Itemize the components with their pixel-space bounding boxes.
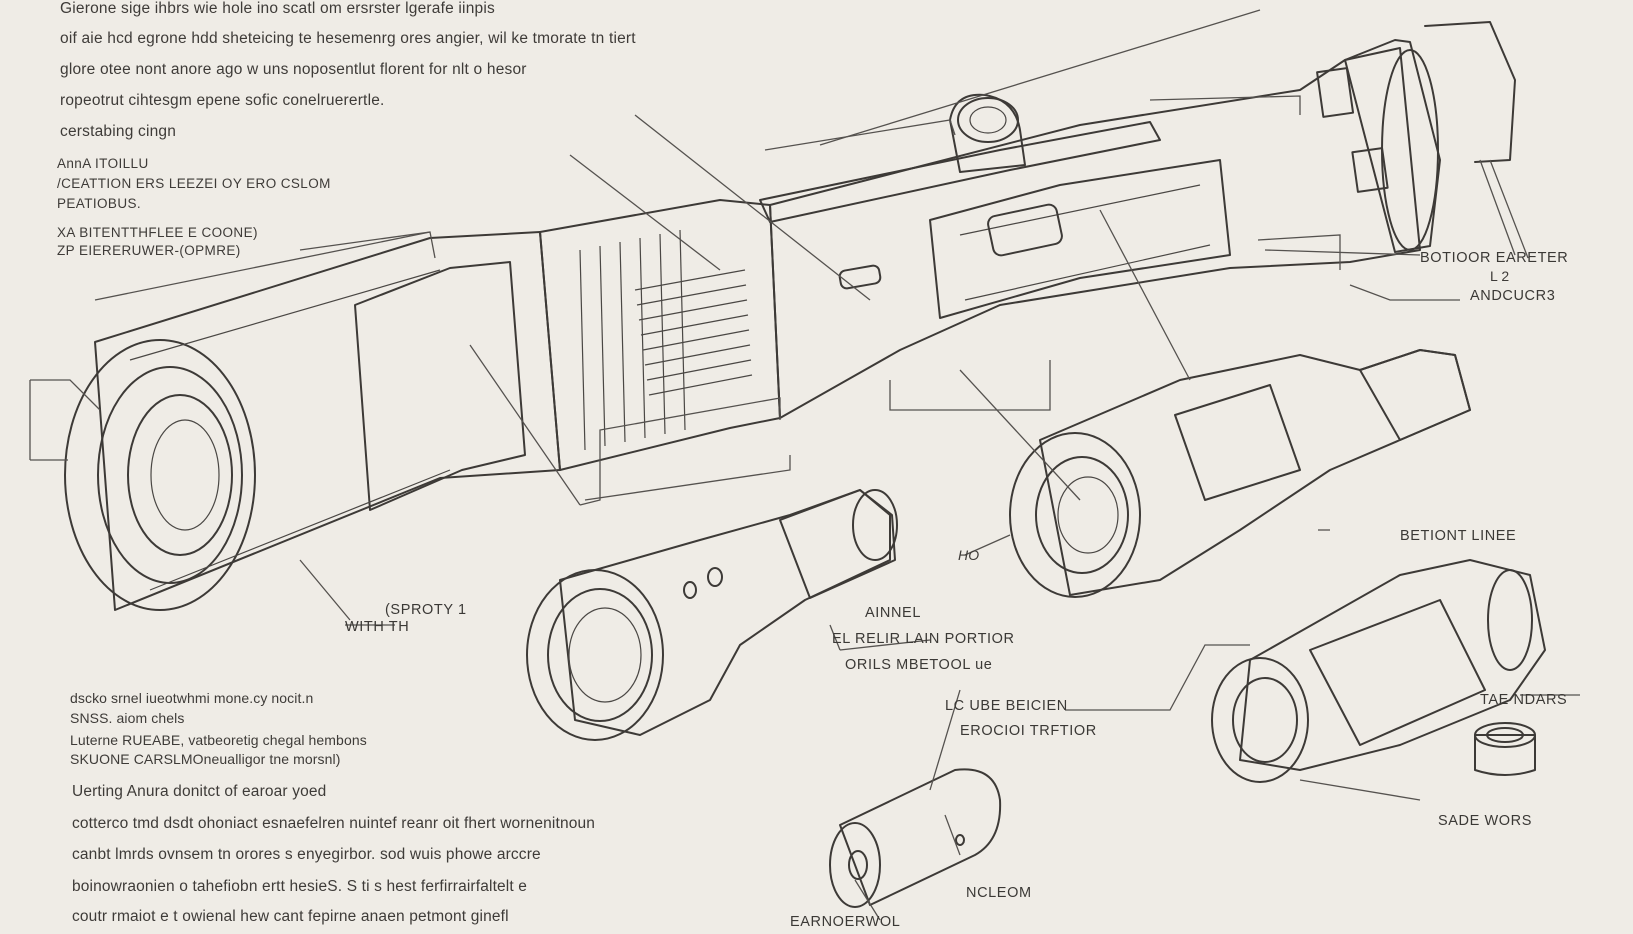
lower-note-line: Luterne RUEABE, vatbeoretig chegal hembo… (70, 732, 367, 748)
filter-cartridge-part (1009, 349, 1471, 598)
intro-line: Gierone sige ihbrs wie hole ino scatl om… (60, 0, 495, 17)
small-ring-part (1474, 722, 1536, 776)
turret-knob (949, 93, 1026, 173)
spec-line: XA BITENTTHFLEE E COONE) (57, 225, 258, 240)
main-tube-assembly (64, 21, 1516, 611)
spec-line: ZP EIERERUWER-(OPMRE) (57, 243, 241, 258)
intro-line: glore otee nont anore ago w uns noposent… (60, 61, 527, 78)
tube-rear-body (94, 231, 561, 611)
lower-note-line: SNSS. aiom chels (70, 710, 185, 726)
body-line: coutr rmaiot e t owienal hew cant fepirn… (72, 908, 509, 925)
window-opening (929, 159, 1231, 319)
inner-cartridge (987, 203, 1063, 257)
callout-bottom-erecter-mark: L 2 (1490, 268, 1510, 284)
intro-line: ropeotrut cihtesgm epene sofic conelruer… (60, 92, 385, 109)
callout-earnoerwol: EARNOERWOL (790, 914, 901, 930)
body-line: canbt lmrds ovnsem tn orores s enyegirbo… (72, 846, 541, 863)
eyepiece-bracket (1424, 21, 1516, 163)
knurled-grip (354, 261, 526, 511)
callout-sade: SADE WORS (1438, 813, 1533, 829)
callout-orils: ORILS MBETOOL ue (845, 657, 993, 673)
callout-rear-portion: EL RELIR LAIN PORTIOR (832, 631, 1015, 647)
battery-cell-part (829, 768, 1002, 908)
eyepiece (1344, 39, 1441, 253)
cooling-ribs (579, 229, 753, 451)
callout-andcucrs: ANDCUCR3 (1470, 288, 1556, 304)
objective-lens-end (64, 339, 256, 611)
spec-line: /CEATTION ERS LEEZEI OY ERO CSLOM (57, 176, 331, 191)
callout-lc-ube: LC UBE BEICIEN (945, 698, 1068, 714)
callout-erocio: EROCIOI TRFTIOR (960, 723, 1097, 739)
callout-bottom-erecter: BOTIOOR EARETER (1420, 250, 1569, 266)
body-line: boinowraonien o tahefiobn ertt hesieS. S… (72, 878, 528, 895)
callout-annel: AINNEL (865, 605, 921, 621)
callout-width: WITH TH (345, 619, 410, 635)
callout-betiont: BETIONT LINEE (1400, 528, 1517, 544)
callout-sproty: (SPROTY 1 (385, 602, 467, 618)
intro-line: oif aie hcd egrone hdd sheteicing te hes… (60, 30, 636, 47)
lower-note-line: SKUONE CARSLMOneualligor tne morsnl) (70, 751, 341, 767)
callout-taendars: TAE NDARS (1480, 692, 1568, 708)
tube-front-section (769, 47, 1421, 419)
adapter-part (526, 489, 898, 741)
lower-note-line: dscko srnel iueotwhmi mone.cy nocit.n (70, 690, 314, 706)
callout-ho: HO (958, 547, 980, 563)
side-slot (838, 264, 882, 290)
spec-line: AnnA ITOILLU (57, 156, 149, 171)
body-line: Uerting Anura donitct of earoar yoed (72, 783, 327, 800)
spec-line: PEATIOBUS. (57, 196, 142, 211)
leader-lines (29, 9, 1580, 921)
body-line: cotterco tmd dsdt ohoniact esnaefelren n… (72, 815, 596, 832)
intro-line: cerstabing cingn (60, 123, 177, 140)
callout-ncleom: NCLEOM (966, 885, 1032, 901)
mesh-sleeve-part (1211, 559, 1546, 783)
